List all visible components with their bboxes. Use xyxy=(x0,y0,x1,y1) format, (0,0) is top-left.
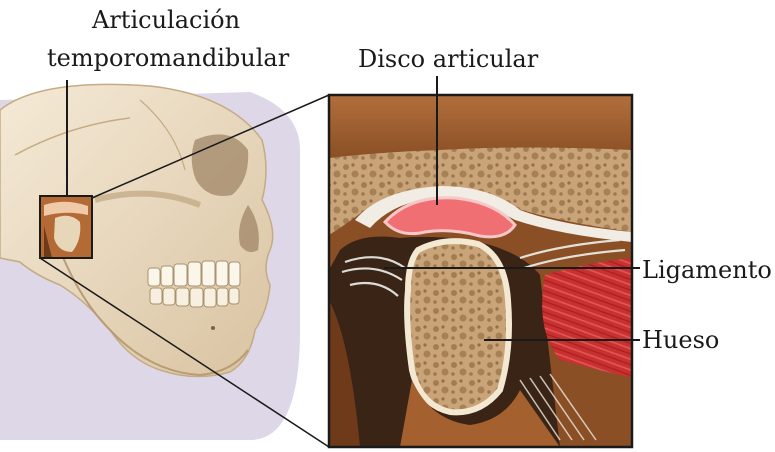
magnified-joint-inset xyxy=(329,95,632,447)
label-joint-line2: temporomandibular xyxy=(47,44,289,72)
joint-highlight-box xyxy=(40,196,92,258)
label-ligament: Ligamento xyxy=(642,256,772,284)
label-bone: Hueso xyxy=(642,326,719,354)
condyle xyxy=(407,241,509,412)
label-articular-disc: Disco articular xyxy=(358,45,538,73)
label-joint-line1: Articulación xyxy=(92,6,240,34)
